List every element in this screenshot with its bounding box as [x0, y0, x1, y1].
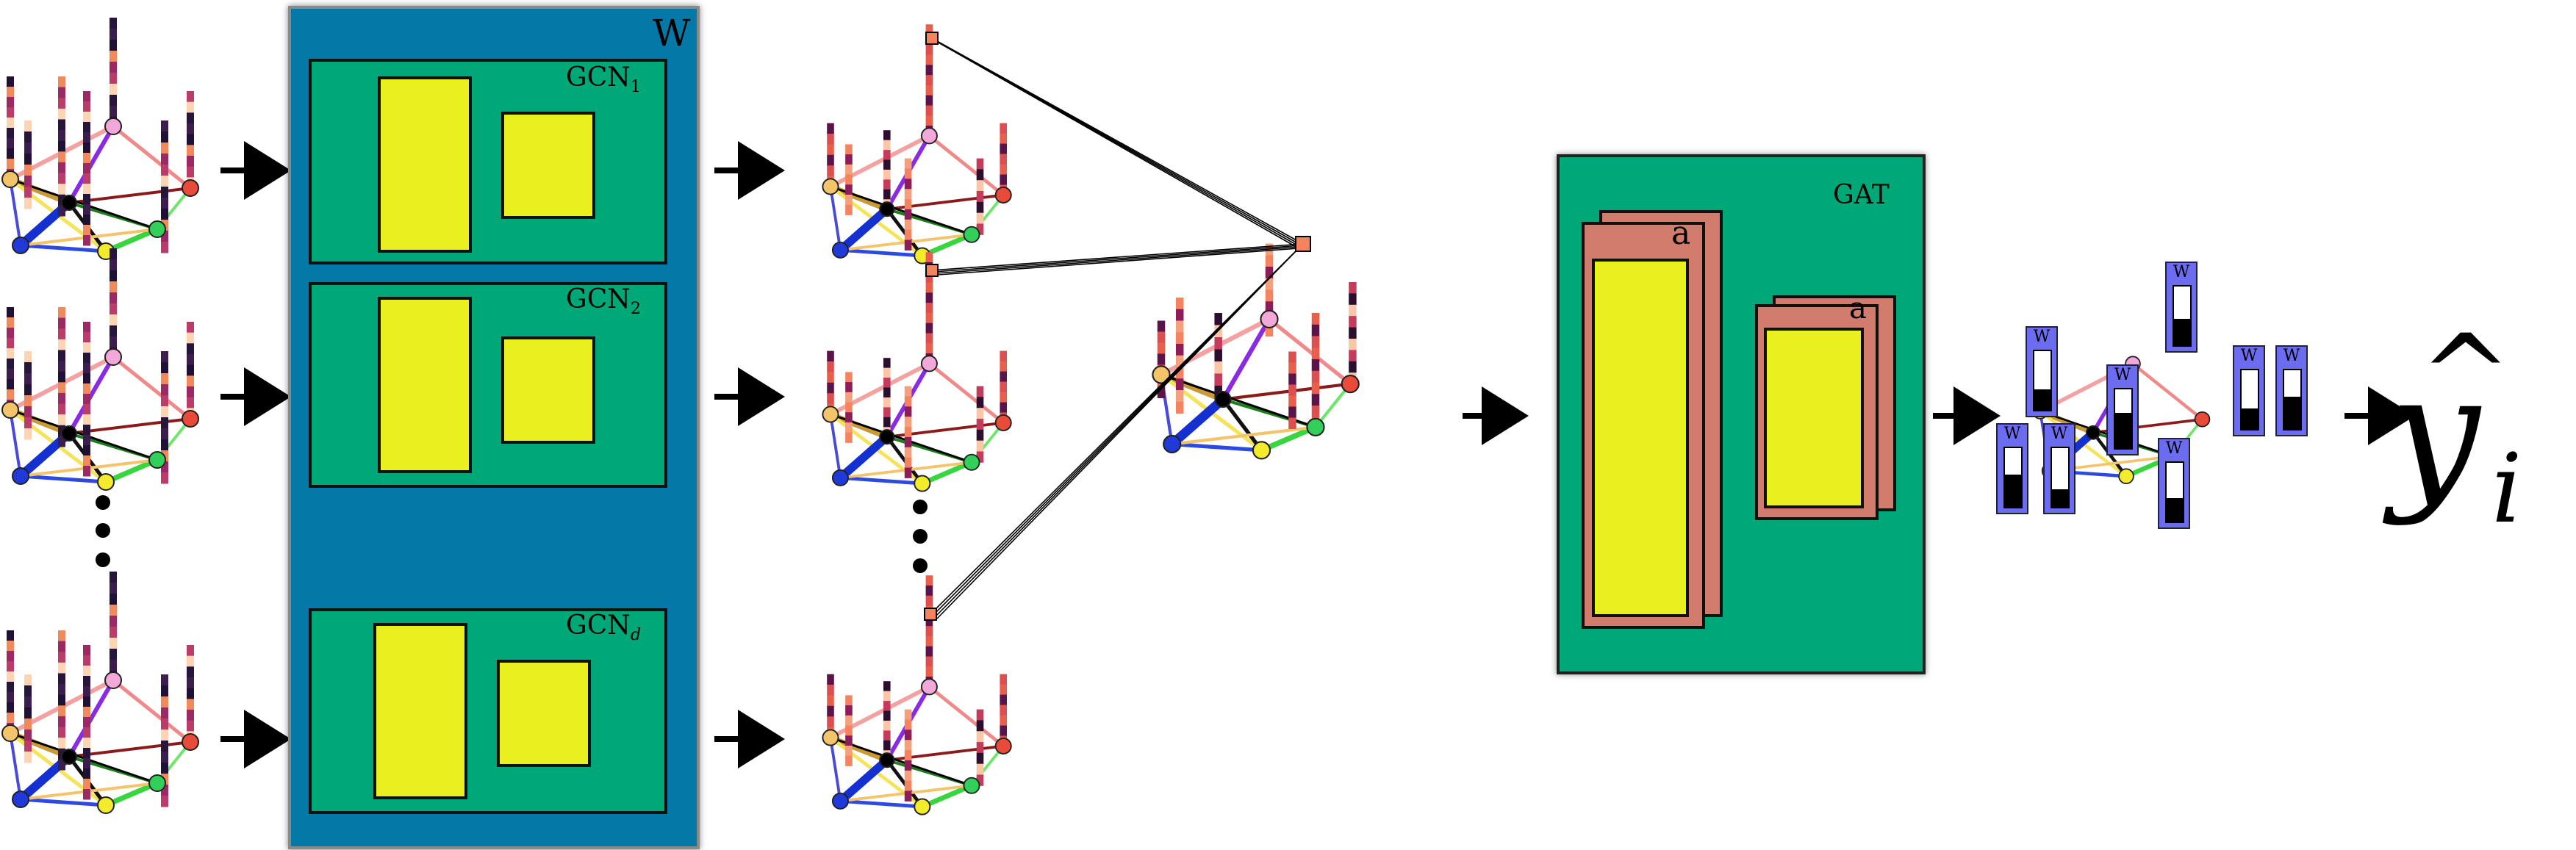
concat-connector-line [936, 246, 1301, 274]
node-weight-badge-label: W [2033, 328, 2051, 346]
node-weight-badge: W [2158, 438, 2190, 529]
gcn-1-label: GCN1 [566, 62, 642, 97]
w-box-label: W [653, 12, 691, 54]
embedded-graph-d [822, 575, 1012, 815]
concat-connector-line [933, 245, 1302, 273]
gat-label: GAT [1833, 180, 1890, 210]
gat-weight-rect-small [1764, 328, 1864, 508]
gcn-d-label: GCNd [566, 611, 642, 645]
embedded-graph-2 [822, 252, 1012, 492]
output-hat-symbol: ^ [2419, 311, 2512, 439]
gcn-2-weight-rect-small [501, 336, 595, 444]
gcn-1-weight-rect-large [378, 76, 472, 253]
gat-weight-rect-large [1592, 259, 1689, 617]
concat-connector-line [931, 243, 1304, 271]
ellipsis-dots-icon [96, 552, 110, 567]
node-weight-badge-label: W [2173, 263, 2190, 281]
gcn-d-box [309, 608, 667, 814]
node-weight-badge: W [2106, 364, 2139, 455]
node-weight-badge-label: W [2283, 347, 2300, 365]
gcn-2-label: GCN2 [566, 284, 642, 319]
gat-attention-label-small: a [1849, 292, 1867, 325]
node-weight-badge-label: W [2240, 347, 2258, 365]
node-weight-badge: W [2043, 423, 2075, 514]
gcn-2-weight-rect-large [378, 297, 472, 473]
ellipsis-dots-icon [913, 558, 928, 573]
concat-connector-line [938, 248, 1299, 275]
source-feature-marker [924, 608, 937, 621]
source-feature-marker [925, 32, 939, 45]
ellipsis-dots-icon [96, 523, 110, 538]
gcn-2-box [309, 282, 667, 488]
node-weight-badge: W [2165, 262, 2198, 353]
node-weight-badge-bar [2240, 369, 2259, 431]
node-weight-badge: W [1996, 423, 2028, 514]
node-weight-badge-bar [2114, 388, 2133, 450]
ellipsis-dots-icon [913, 529, 928, 544]
node-weight-badge: W [2275, 345, 2308, 436]
node-weight-badge-label: W [2114, 366, 2131, 384]
concatenated-graph [1152, 243, 1360, 460]
output-y-hat-label: y [2389, 339, 2480, 527]
input-graph-1 [1, 18, 199, 260]
output-subscript-i: i [2491, 433, 2522, 544]
source-feature-marker [925, 264, 939, 277]
gcn-1-weight-rect-small [501, 112, 595, 219]
node-weight-badge-label: W [2165, 439, 2183, 458]
input-graph-d [1, 572, 199, 814]
node-weight-badge-bar [2283, 369, 2302, 431]
gcn-d-weight-rect-large [373, 623, 467, 799]
node-weight-badge-bar [2173, 285, 2192, 347]
embedded-graph-1 [822, 24, 1012, 264]
target-feature-marker [1295, 236, 1311, 252]
node-weight-badge-bar [2051, 447, 2070, 508]
input-graph-2 [1, 248, 199, 491]
node-weight-badge-label: W [2003, 425, 2021, 443]
node-weight-badge-bar [2003, 447, 2023, 508]
concat-connector-line [936, 248, 1299, 619]
ellipsis-dots-icon [913, 500, 928, 514]
gcn-d-weight-rect-small [497, 660, 591, 767]
gat-attention-label-large: a [1671, 215, 1691, 252]
node-weight-badge: W [2233, 345, 2265, 436]
ellipsis-dots-icon [96, 495, 110, 510]
gcn-1-box [309, 59, 667, 264]
node-weight-badge-label: W [2051, 425, 2068, 443]
node-weight-badge-bar [2033, 350, 2052, 411]
concat-connector-line [938, 42, 1299, 249]
node-weight-badge-bar [2165, 461, 2184, 523]
node-weight-badge: W [2026, 326, 2058, 417]
